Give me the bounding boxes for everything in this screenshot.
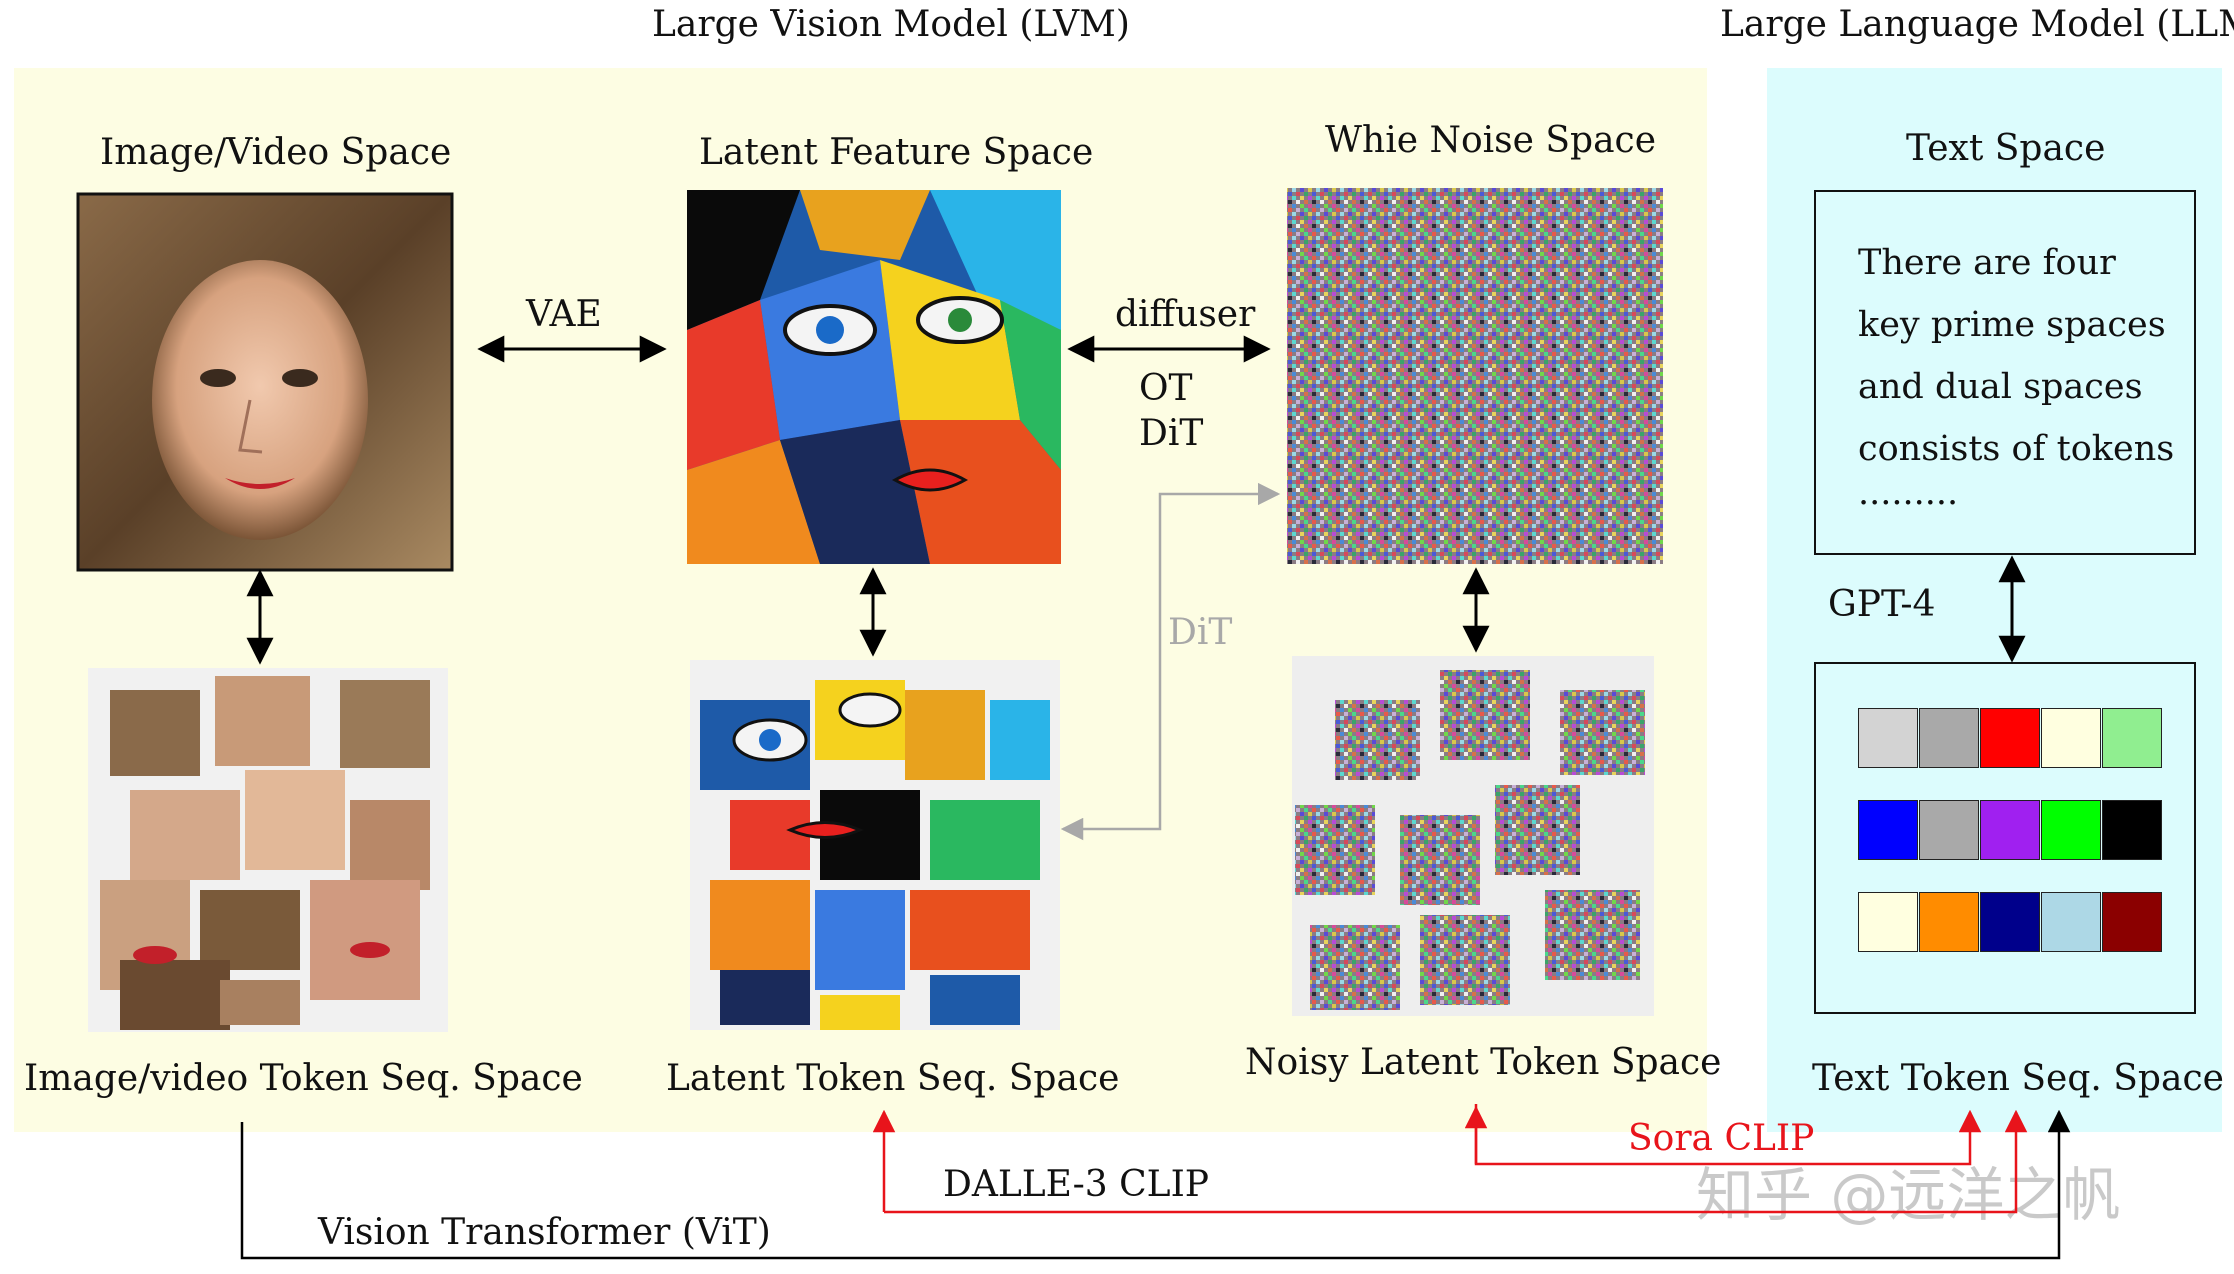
text-token-seq-label: Text Token Seq. Space: [1812, 1058, 2224, 1099]
vit-label: Vision Transformer (ViT): [318, 1212, 771, 1253]
token-cell: [2041, 892, 2101, 952]
token-cell: [1858, 800, 1918, 860]
latent-token-seq-label: Latent Token Seq. Space: [666, 1058, 1120, 1099]
image-token-seq-label: Image/video Token Seq. Space: [24, 1058, 583, 1099]
token-grid: [1858, 708, 2168, 958]
vae-label: VAE: [526, 294, 602, 335]
text-line: There are four: [1858, 243, 2116, 283]
image-puzzle-pieces: [100, 676, 430, 1030]
text-token-box: [1814, 662, 2196, 1014]
token-cell: [1858, 708, 1918, 768]
llm-header: Large Language Model (LLM): [1720, 4, 2234, 45]
ot-label: OT: [1139, 368, 1193, 409]
token-cell: [1919, 708, 1979, 768]
token-cell: [2102, 800, 2162, 860]
token-cell: [2102, 892, 2162, 952]
token-cell: [2041, 800, 2101, 860]
noise-puzzle-pieces: [1295, 670, 1645, 1010]
black-arrows: [246, 335, 2026, 665]
token-cell: [2041, 708, 2101, 768]
dalle-clip-label: DALLE-3 CLIP: [943, 1164, 1210, 1205]
text-space-content: There are four key prime spaces and dual…: [1858, 232, 2174, 524]
token-cell: [1919, 892, 1979, 952]
cubist-painting: [687, 190, 1061, 564]
token-cell: [1919, 800, 1979, 860]
vit-connector: [240, 1109, 2071, 1260]
text-line: consists of tokens: [1858, 429, 2175, 469]
lvm-header: Large Vision Model (LVM): [652, 4, 1130, 45]
text-space-label: Text Space: [1906, 128, 2106, 169]
token-cell: [2102, 708, 2162, 768]
dit-label: DiT: [1139, 413, 1204, 454]
dit-gray-arrow: [1060, 482, 1281, 841]
token-cell: [1980, 708, 2040, 768]
text-line: .........: [1858, 473, 1959, 513]
latent-feature-space-label: Latent Feature Space: [699, 132, 1094, 173]
diffuser-label: diffuser: [1115, 294, 1256, 335]
dalle-clip-connector: [884, 1109, 2028, 1214]
face-photo: [76, 192, 454, 572]
text-line: key prime spaces: [1858, 305, 2166, 345]
token-cell: [1980, 800, 2040, 860]
text-space-box: [1814, 190, 2196, 555]
token-cell: [1980, 892, 2040, 952]
gpt4-label: GPT-4: [1828, 584, 1936, 625]
token-cell: [1858, 892, 1918, 952]
white-noise-space-label: Whie Noise Space: [1325, 120, 1656, 161]
sora-clip-label: Sora CLIP: [1628, 1118, 1815, 1159]
noise-image: [1287, 188, 1663, 564]
text-line: and dual spaces: [1858, 367, 2143, 407]
sora-clip-connector: [1474, 1104, 1982, 1166]
watermark: 知乎 @远洋之帆: [1696, 1161, 2121, 1229]
latent-puzzle-pieces: [700, 680, 1050, 1030]
noisy-latent-token-label: Noisy Latent Token Space: [1245, 1042, 1722, 1083]
image-video-space-label: Image/Video Space: [100, 132, 452, 173]
